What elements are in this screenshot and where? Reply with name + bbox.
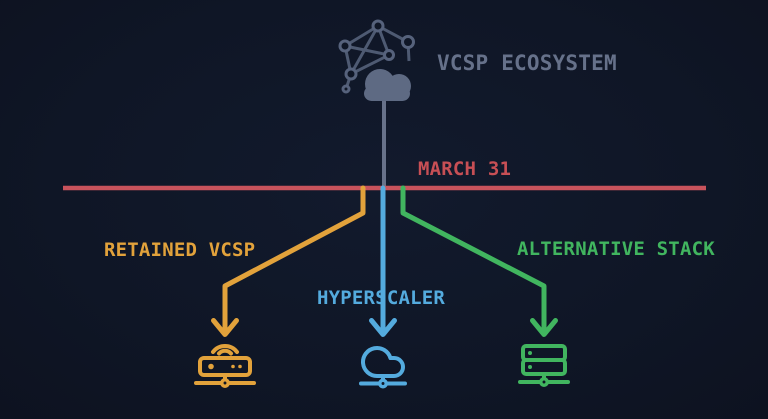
network-graph-nodes [338, 19, 415, 94]
branch-label-alternative-stack: ALTERNATIVE STACK [517, 238, 715, 260]
cloud-outline [359, 346, 407, 389]
branch-path [400, 185, 547, 332]
router-outline [194, 344, 256, 388]
server-rack-icon [518, 344, 570, 387]
cloud-shape [364, 69, 411, 101]
wifi-outer-arc [211, 344, 239, 354]
arrow-down-icon [530, 318, 558, 337]
branch-path [222, 185, 366, 332]
branch-line-hyperscaler [369, 185, 397, 337]
network-cloud-icon [338, 19, 415, 101]
router-leds [208, 363, 242, 370]
wifi-inner-arc [217, 348, 233, 356]
network-graph-edges [343, 24, 411, 90]
arrow-down-icon [211, 318, 239, 337]
wifi-router-icon [194, 344, 256, 388]
cloud-network-icon [359, 346, 407, 389]
branch-label-hyperscaler: HYPERSCALER [317, 287, 446, 309]
server-outline [518, 344, 570, 387]
branch-line-alternative-stack [400, 185, 558, 337]
arrow-down-icon [369, 318, 397, 337]
deadline-label: MARCH 31 [418, 158, 512, 180]
branch-line-retained-vcsp [211, 185, 366, 337]
branch-label-retained-vcsp: RETAINED VCSP [104, 239, 256, 261]
ecosystem-title: VCSP ECOSYSTEM [437, 51, 617, 75]
server-leds [528, 351, 532, 369]
